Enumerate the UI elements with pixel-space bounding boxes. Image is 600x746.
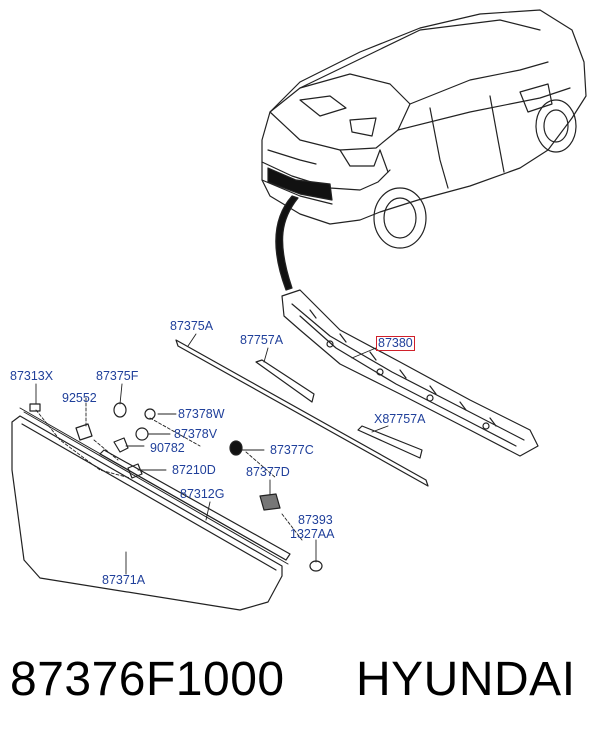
brand-caption: HYUNDAI <box>356 653 576 706</box>
part-X87757A-tape <box>357 425 423 459</box>
part-87312G-seal <box>99 449 291 561</box>
label-87377D: 87377D <box>246 465 290 479</box>
part-87371A-garnish <box>11 407 289 611</box>
part-87375F-grommet <box>113 402 127 418</box>
part-87377C-grommet <box>229 440 243 456</box>
part-87210D-clip <box>127 463 143 479</box>
vehicle-illustration <box>261 9 587 249</box>
label-87313X: 87313X <box>10 369 54 383</box>
label-87393: 87393 <box>298 513 333 527</box>
part-87378W-clip <box>144 408 156 420</box>
label-87757A: 87757A <box>240 333 284 347</box>
part-number-caption: 87376F1000 <box>10 653 285 706</box>
part-92552-clip <box>75 423 93 441</box>
part-87393-nut <box>309 560 323 572</box>
part-87313X-clip <box>29 403 41 412</box>
label-87210D: 87210D <box>172 463 216 477</box>
label-87312G: 87312G <box>180 487 225 501</box>
label-87380-highlighted: 87380 <box>376 336 415 351</box>
callout-arrow <box>275 195 299 291</box>
label-1327AA: 1327AA <box>290 527 335 541</box>
part-87377D-pad <box>259 493 281 511</box>
label-87375F: 87375F <box>96 369 139 383</box>
part-87375A-strip <box>175 339 429 487</box>
part-87757A-tape <box>255 359 315 403</box>
part-87380-bracket <box>281 289 539 457</box>
label-87375A: 87375A <box>170 319 214 333</box>
leader-lines <box>35 333 389 575</box>
label-87378W: 87378W <box>178 407 225 421</box>
label-87378V: 87378V <box>174 427 218 441</box>
part-90782-screw <box>113 437 129 453</box>
label-87377C: 87377C <box>270 443 314 457</box>
label-X87757A: X87757A <box>374 412 426 426</box>
label-92552: 92552 <box>62 391 97 405</box>
label-90782: 90782 <box>150 441 185 455</box>
part-87378V-clip <box>135 427 149 441</box>
label-87371A: 87371A <box>102 573 146 587</box>
